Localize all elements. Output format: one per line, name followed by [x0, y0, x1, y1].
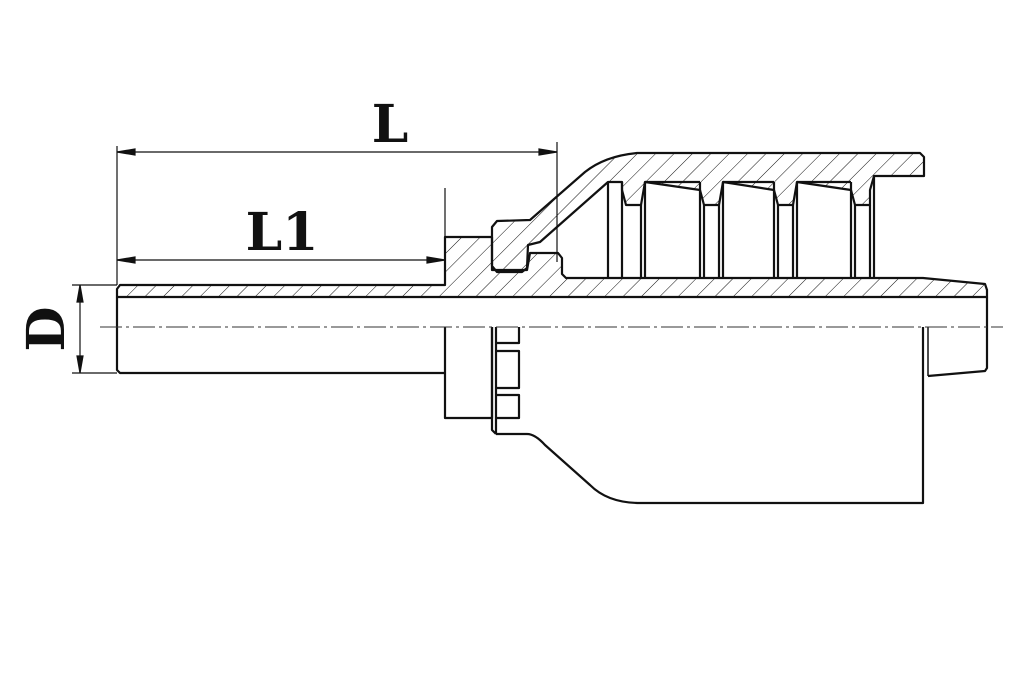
hex-body	[443, 327, 494, 420]
arrow-icon	[538, 148, 558, 156]
label-D: D	[16, 306, 77, 351]
ferrule-lower-outline	[496, 327, 925, 505]
nipple-right-end	[927, 297, 989, 378]
arrow-icon	[76, 355, 84, 374]
ferrule-teeth	[606, 176, 876, 278]
nipple-section-upper	[115, 235, 989, 299]
nipple-lower-outline	[115, 297, 445, 375]
arrow-icon	[116, 256, 136, 264]
arrow-icon	[426, 256, 446, 264]
label-L1: L1	[246, 202, 319, 263]
arrow-icon	[76, 284, 84, 303]
hex-flats	[490, 327, 521, 435]
label-L: L	[372, 94, 409, 155]
arrow-icon	[116, 148, 136, 156]
